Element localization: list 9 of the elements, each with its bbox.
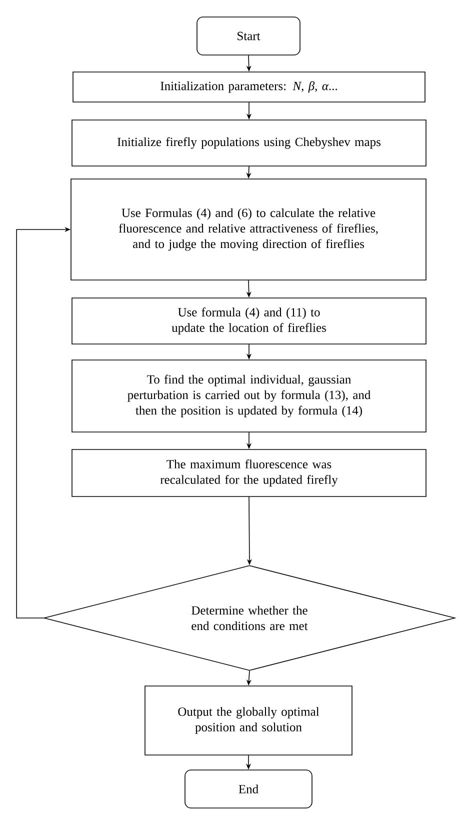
terminal-box: Start xyxy=(196,16,300,56)
process-box: Use Formulas (4) and (6) to calculate the relative fluorescence and relative attractiveness of fireflies, and to judge the moving direction of fireflies xyxy=(70,178,426,280)
terminal-box: End xyxy=(184,770,312,808)
process-box: Initialize firefly populations using Chebyshev maps xyxy=(72,120,426,166)
process-box: Output the globally optimal position and solution xyxy=(144,686,352,756)
process-box: To find the optimal individual, gaussian perturbation is carried out by formula (13), and then the position is updated by formula (14) xyxy=(72,360,426,432)
process-box: The maximum fluorescence was recalculated for the updated firefly xyxy=(72,449,426,497)
process-box: Use formula (4) and (11) to update the location of fireflies xyxy=(72,298,426,344)
process-box: Initialization parameters: N, β, α... xyxy=(72,72,426,102)
